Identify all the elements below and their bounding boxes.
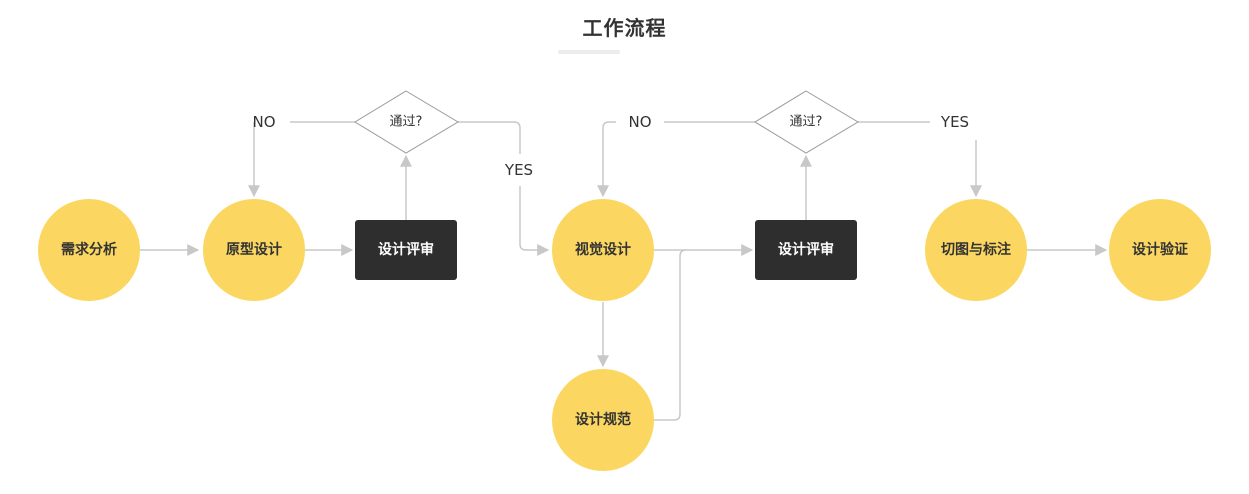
decision1: 通过? [354,90,459,154]
line-spec-to-review2 [654,249,687,421]
node-review1: 设计评审 [355,220,457,280]
node-label: 设计验证 [1132,241,1188,258]
title-underline [558,50,620,54]
node-spec: 设计规范 [552,369,654,471]
arrow-no-to-visual [597,121,616,198]
node-requirements: 需求分析 [38,199,140,301]
branch-label-no2: NO [628,113,651,131]
decision-label: 通过? [790,115,823,130]
arrow-yes-to-visual [519,186,550,256]
line-decision1-yes [458,121,521,154]
node-label: 原型设计 [226,241,282,258]
decision2: 通过? [754,90,859,154]
node-slicing: 切图与标注 [925,199,1027,301]
node-label: 设计评审 [778,241,834,258]
node-label: 设计规范 [575,411,631,428]
node-verify: 设计验证 [1109,199,1211,301]
node-review2: 设计评审 [755,220,857,280]
branch-label-no1: NO [252,113,275,131]
branch-label-yes1: YES [504,161,533,179]
node-label: 视觉设计 [575,241,631,258]
connectors [140,121,1108,421]
node-label: 设计评审 [378,241,434,258]
node-label: 切图与标注 [941,241,1011,258]
decision-label: 通过? [390,115,423,130]
branch-label-yes2: YES [940,113,969,131]
page-title: 工作流程 [582,16,667,40]
node-prototype: 原型设计 [203,199,305,301]
node-label: 需求分析 [61,241,117,258]
node-visual: 视觉设计 [552,199,654,301]
